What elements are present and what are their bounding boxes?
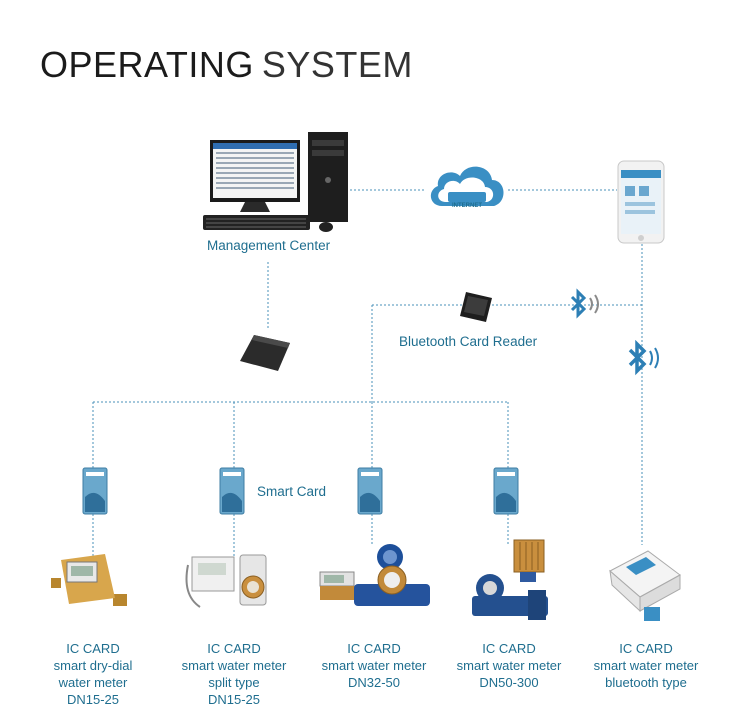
caption-line: smart water meter [593, 658, 699, 673]
title-part2: SYSTEM [261, 44, 413, 85]
water-meter-icon [51, 554, 127, 606]
card-reader-icon [240, 335, 290, 371]
caption-line: water meter [58, 675, 128, 690]
title-part1: OPERATING [40, 44, 254, 85]
meter-caption-3: IC CARD smart water meter DN32-50 [304, 640, 444, 691]
caption-line: IC CARD [207, 641, 261, 656]
caption-line: DN32-50 [347, 675, 401, 690]
phone-icon [617, 160, 665, 244]
smart-card-icon [219, 467, 245, 515]
caption-line: smart water meter [456, 658, 562, 673]
caption-line: smart dry-dial [53, 658, 133, 673]
caption-line: IC CARD [482, 641, 536, 656]
meter-caption-2: IC CARD smart water meter split type DN1… [164, 640, 304, 708]
smart-card-icon [82, 467, 108, 515]
smart-card-icon [493, 467, 519, 515]
meter-caption-1: IC CARD smart dry-dial water meter DN15-… [23, 640, 163, 708]
caption-line: IC CARD [347, 641, 401, 656]
caption-line: IC CARD [66, 641, 120, 656]
caption-line: split type [208, 675, 260, 690]
bluetooth-icon [570, 288, 599, 319]
meter-caption-5: IC CARD smart water meter bluetooth type [576, 640, 716, 691]
smart-card-icon [357, 467, 383, 515]
bluetooth-icon [628, 340, 659, 376]
smart-card-label: Smart Card [257, 484, 327, 499]
caption-line: IC CARD [619, 641, 673, 656]
caption-line: bluetooth type [605, 675, 687, 690]
water-meter-icon [472, 539, 548, 620]
water-meter-icon [185, 554, 267, 608]
internet-label: INTERNET [452, 203, 482, 209]
caption-line: DN15-25 [207, 692, 261, 707]
water-meter-icon [609, 550, 681, 621]
bluetooth-reader-label: Bluetooth Card Reader [399, 334, 538, 349]
bluetooth-reader-icon [460, 292, 492, 322]
caption-line: smart water meter [181, 658, 287, 673]
water-meter-icon [319, 544, 430, 606]
cloud-icon [430, 166, 504, 206]
management-center-label: Management Center [207, 238, 331, 253]
computer-icon [203, 132, 348, 232]
caption-line: DN50-300 [479, 675, 539, 690]
caption-line: DN15-25 [66, 692, 120, 707]
meter-caption-4: IC CARD smart water meter DN50-300 [439, 640, 579, 691]
caption-line: smart water meter [321, 658, 427, 673]
